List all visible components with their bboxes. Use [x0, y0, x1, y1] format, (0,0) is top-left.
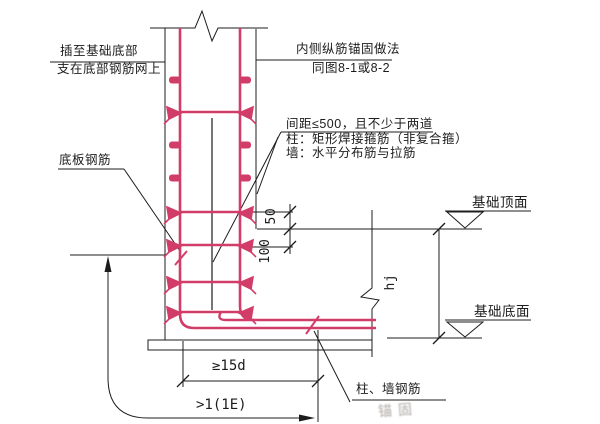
bottom-slab-band [147, 339, 372, 351]
level-symbol-foundation-bottom [445, 321, 485, 338]
rebar-layer [163, 28, 376, 335]
dim-label-50: 50 [263, 207, 279, 225]
up-arrow [104, 256, 112, 272]
slab-rebar-leader [123, 168, 181, 252]
foundation-bottom-label: 基础底面 [474, 304, 530, 319]
stirrup-note-line1: 间距≤500，且不少于两道 [286, 117, 433, 131]
stirrup-note-leader-2 [256, 136, 279, 195]
stirrup-note-leader-1 [212, 131, 282, 263]
outline-layer [50, 9, 531, 422]
rebar-slash-marks [174, 250, 320, 335]
stirrup-note-line3: 墙：水平分布筋与拉筋 [286, 145, 417, 160]
foundation-section-break-line [359, 210, 380, 357]
insert-note-line1: 插至基础底部 [60, 44, 139, 58]
column-wall-rebar-label: 柱、墙钢筋 [356, 382, 422, 396]
dim-line-lap-arc [107, 377, 149, 419]
top-break-line [150, 9, 268, 43]
inner-bar-note-line1: 内侧纵筋锚固做法 [296, 42, 401, 56]
bottom-slab-rebar-label: 底板钢筋 [59, 153, 112, 167]
stirrup-hooks [163, 105, 257, 325]
foundation-top-label: 基础顶面 [472, 195, 528, 210]
column-wall-rebar-leader [313, 330, 351, 403]
dim-label-lap: >1(1E) [196, 397, 247, 413]
dim-label-100: 100 [257, 238, 273, 264]
column-wall-rebar-slash [305, 315, 320, 335]
dimension-arrows [104, 256, 315, 422]
level-symbol-foundation-top [445, 211, 485, 229]
faded-stamp-text: 锚固 [377, 400, 419, 420]
dimension-ticks [176, 205, 446, 388]
dim-label-15d: ≥15d [212, 358, 246, 374]
insert-note-line2: 支在底部钢筋网上 [57, 62, 162, 76]
stirrups [180, 110, 240, 314]
rebar-inner-bar-hook [218, 311, 254, 322]
dim-label-hj: hj [382, 273, 398, 291]
stirrup-note-line2: 柱：矩形焊接箍筋（非复合箍） [286, 131, 469, 146]
tie-bar-ticks [169, 76, 251, 182]
right-arrow [299, 414, 315, 422]
inner-bar-note-line2: 同图8-1或8-2 [312, 61, 391, 75]
slab-rebar-slash [174, 250, 188, 266]
